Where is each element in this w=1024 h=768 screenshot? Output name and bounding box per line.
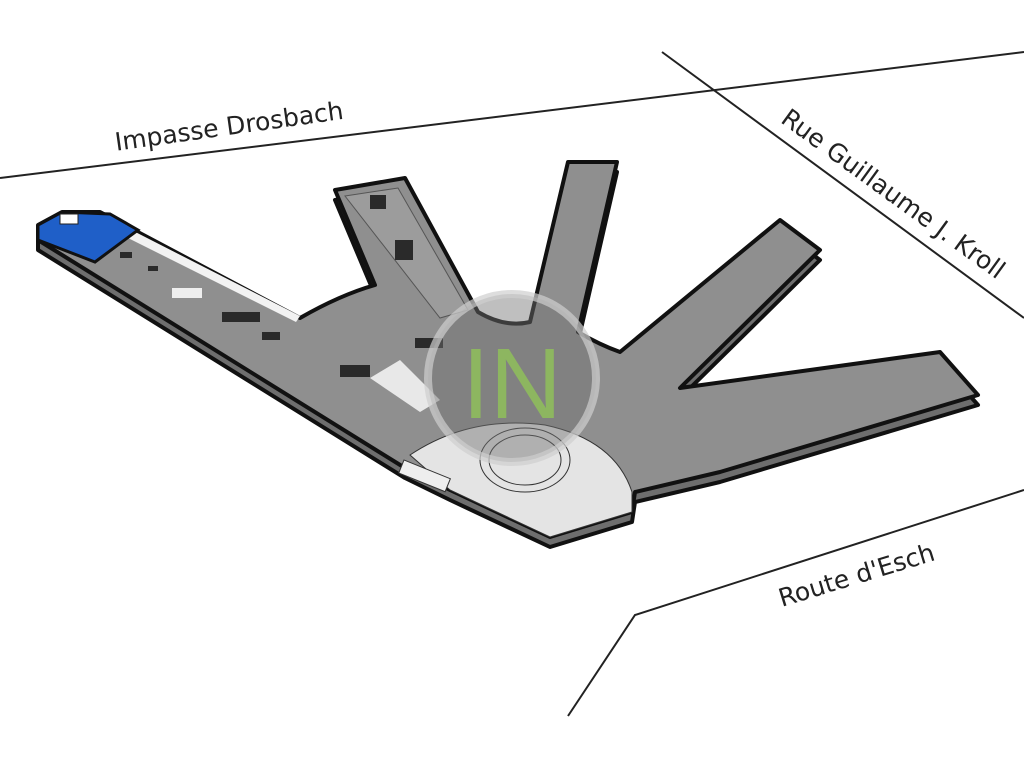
lobby-area <box>370 360 440 412</box>
road-rue-guillaume <box>661 51 1024 319</box>
room-mark <box>340 365 370 377</box>
room-mark <box>415 338 443 348</box>
room-mark <box>120 252 132 258</box>
room-mark <box>172 288 202 298</box>
in-logo: IN <box>424 290 600 466</box>
room-mark <box>148 266 158 271</box>
room-mark <box>370 195 386 209</box>
building-floor <box>36 160 980 539</box>
entrance-step <box>398 459 452 493</box>
room-mark <box>395 240 413 260</box>
road-impasse-drosbach <box>0 51 1024 179</box>
road-route-desch <box>567 489 1024 717</box>
room-mark <box>262 332 280 340</box>
wc-icon <box>59 213 79 225</box>
corridor-strip <box>96 214 300 322</box>
rooms <box>120 195 443 377</box>
logo-text: IN <box>462 328 562 440</box>
room-mark <box>222 312 260 322</box>
